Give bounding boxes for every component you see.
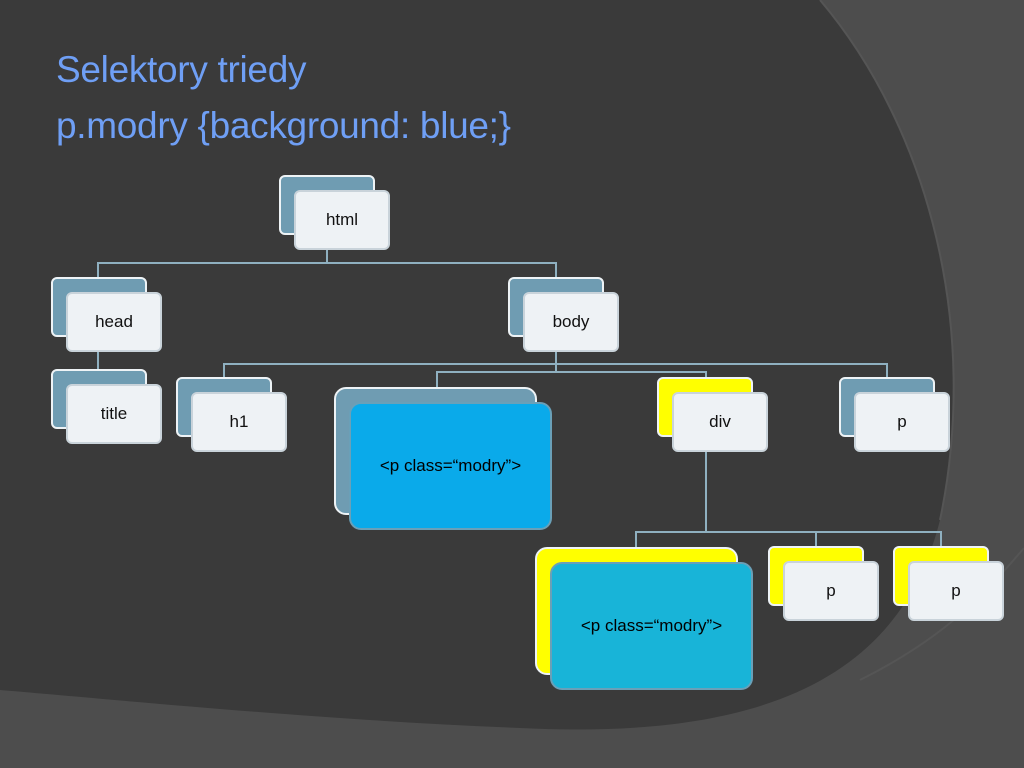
node-p-class-modry-label: <p class=“modry”> (349, 402, 552, 530)
node-p-label: p (854, 392, 950, 452)
slide-subtitle: p.modry {background: blue;} (56, 105, 511, 146)
node-head-label: head (66, 292, 162, 352)
slide-title: Selektory triedy (56, 49, 307, 90)
node-title-label: title (66, 384, 162, 444)
node-div-p-1-label: p (783, 561, 879, 621)
node-div-p-class-modry-label: <p class=“modry”> (550, 562, 753, 690)
node-div-p-2-label: p (908, 561, 1004, 621)
node-html-label: html (294, 190, 390, 250)
node-body-label: body (523, 292, 619, 352)
node-h1-label: h1 (191, 392, 287, 452)
node-div-label: div (672, 392, 768, 452)
